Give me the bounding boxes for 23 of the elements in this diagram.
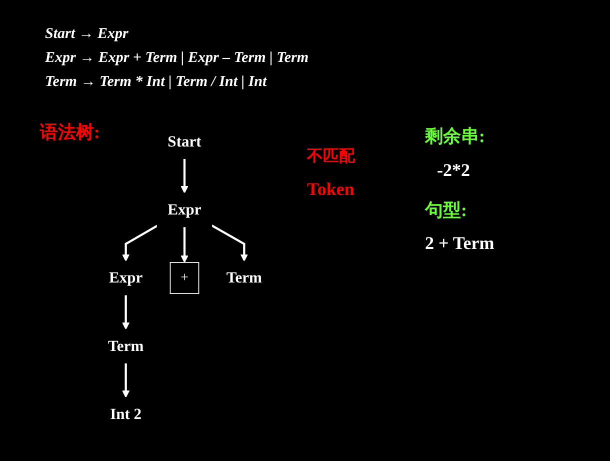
sentential-form: 2 + Term (425, 233, 494, 254)
arrow (122, 294, 130, 330)
node-text: Term (226, 268, 262, 286)
grammar-rule: Term → Term * Int | Term / Int | Int (45, 74, 267, 91)
arrow (180, 158, 188, 194)
status-note: Token (307, 179, 354, 200)
section-heading: 语法树: (40, 121, 100, 144)
node-text: Expr (168, 200, 202, 218)
remaining-string: -2*2 (437, 160, 470, 181)
status-note: 不匹配 (307, 147, 355, 167)
node-box: + (170, 262, 200, 294)
grammar-rule: Start → Expr (45, 26, 128, 43)
node-text: Start (168, 132, 202, 150)
section-heading: 句型: (425, 199, 467, 222)
arrow (211, 224, 248, 262)
grammar-rule: Expr → Expr + Term | Expr – Term | Term (45, 50, 309, 67)
arrow (180, 226, 188, 263)
arrow (122, 224, 158, 262)
node-text: Expr (109, 268, 143, 286)
node-text: Term (108, 337, 144, 354)
node-text: Int 2 (110, 405, 142, 422)
arrow (122, 362, 130, 398)
section-heading: 剩余串: (425, 125, 485, 148)
